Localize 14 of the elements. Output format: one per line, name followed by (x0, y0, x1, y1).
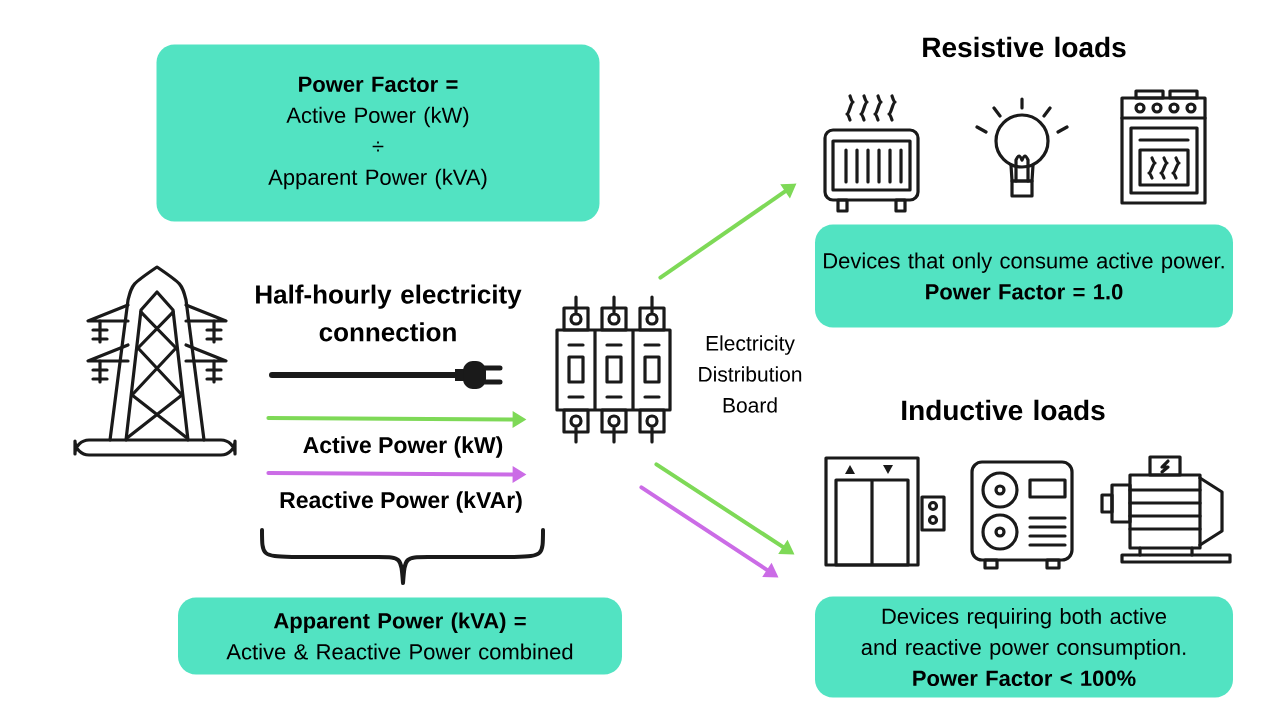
info-box: Apparent Power (kVA) = Active & Reactive Power combined (178, 597, 622, 675)
connection-label: Half-hourly electricity connection (256, 284, 522, 342)
elevator-drawing (824, 456, 946, 567)
heater-drawing (823, 94, 920, 213)
edge-label: Reactive Power (kVAr) (277, 489, 525, 515)
section-heading: Resistive loads (923, 36, 1126, 58)
distribution-board-drawing (555, 295, 672, 444)
section-heading: Inductive loads (902, 399, 1105, 421)
edge-label: Active Power (kW) (300, 434, 506, 460)
pylon-drawing (73, 265, 237, 457)
info-box: Devices requiring both active and reactive power consumption. Power Factor < 100% (815, 596, 1233, 698)
info-box: Devices that only consume active power. Power Factor = 1.0 (815, 224, 1233, 328)
formula-box: Power Factor = Active Power (kW) ÷ Apparent Power (kVA) (156, 44, 600, 222)
board-caption: Electricity Distribution Board (699, 335, 802, 413)
